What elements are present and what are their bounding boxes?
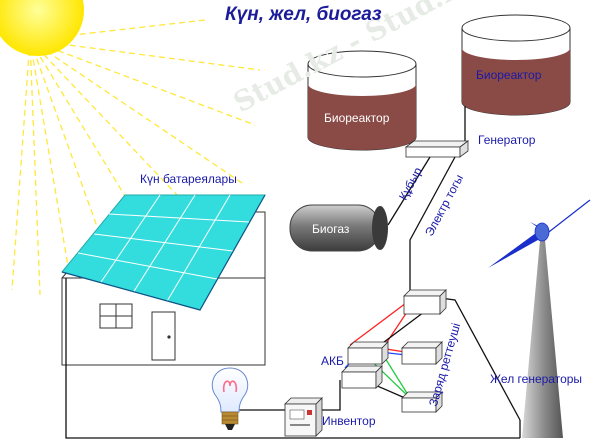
house-window: [99, 303, 133, 329]
biogas-tank: [289, 204, 388, 252]
controller-unit-2: [401, 341, 443, 365]
generator-label: Генератор: [478, 133, 536, 147]
light-bulb-icon: [211, 367, 249, 430]
controller-unit-3: [401, 391, 443, 413]
battery-label: АКБ: [321, 354, 344, 368]
generator-box: [404, 140, 470, 158]
wind-generator-label: Жел генераторы: [490, 372, 583, 386]
biogas-label: Биогаз: [312, 222, 350, 236]
charge-controller: [403, 289, 447, 315]
bioreactor-2-label: Биореактор: [476, 68, 542, 82]
battery-lower: [341, 365, 383, 389]
solar-panels-label: Күн батареялары: [140, 172, 237, 186]
wind-generator: [488, 199, 591, 438]
biogas-pipe: [387, 156, 431, 226]
diagram-title: Күн, жел, биогаз: [225, 4, 382, 25]
bioreactor-2: [461, 14, 571, 116]
bioreactor-1: [307, 50, 417, 151]
sun-icon: [0, 0, 84, 56]
house-door: [151, 311, 176, 361]
inverter-box: [284, 397, 323, 437]
solar-panels: [61, 194, 266, 311]
battery-upper: [347, 341, 389, 365]
electric-line: [409, 156, 456, 292]
sun-rays: [11, 19, 261, 296]
inverter-label: Инвентор: [322, 414, 376, 428]
bioreactor-1-label: Биореактор: [324, 111, 390, 125]
